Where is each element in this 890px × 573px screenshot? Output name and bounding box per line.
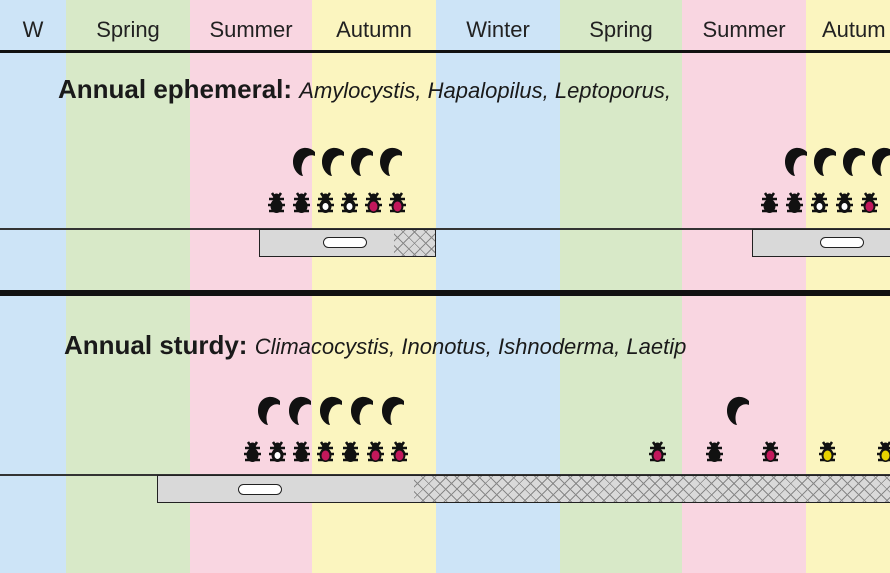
bracket-fungus-icon: [382, 397, 404, 425]
beetle-icon: [786, 193, 803, 213]
beetle-icon: [836, 193, 853, 213]
bracket-fungus-icon: [320, 397, 342, 425]
beetle-icon: [761, 193, 778, 213]
bracket-fungus-icon: [289, 397, 311, 425]
beetle-icon: [342, 442, 359, 462]
bracket-fungus-icon: [322, 148, 344, 176]
beetle-icon: [649, 442, 666, 462]
beetle-icon: [861, 193, 878, 213]
beetle-icon: [819, 442, 836, 462]
beetle-icon: [317, 442, 334, 462]
bracket-fungus-icon: [872, 148, 890, 176]
beetle-icon: [268, 193, 285, 213]
bracket-fungus-icon: [351, 397, 373, 425]
beetle-icon: [811, 193, 828, 213]
beetle-icon: [317, 193, 334, 213]
beetle-icon: [391, 442, 408, 462]
beetle-icon: [269, 442, 286, 462]
beetle-icon: [706, 442, 723, 462]
bracket-fungus-icon: [843, 148, 865, 176]
bracket-fungus-icon: [814, 148, 836, 176]
beetle-icon: [365, 193, 382, 213]
beetle-icon: [389, 193, 406, 213]
bracket-fungus-icon: [351, 148, 373, 176]
bracket-fungus-icon: [380, 148, 402, 176]
bracket-fungus-icon: [785, 148, 807, 176]
bracket-fungus-icon: [258, 397, 280, 425]
beetle-icon: [293, 442, 310, 462]
beetle-icon: [341, 193, 358, 213]
beetle-icon: [762, 442, 779, 462]
bracket-fungus-icon: [727, 397, 749, 425]
beetle-icon: [244, 442, 261, 462]
beetle-icon: [293, 193, 310, 213]
beetle-icon: [877, 442, 890, 462]
bracket-fungus-icon: [293, 148, 315, 176]
beetle-icon: [367, 442, 384, 462]
